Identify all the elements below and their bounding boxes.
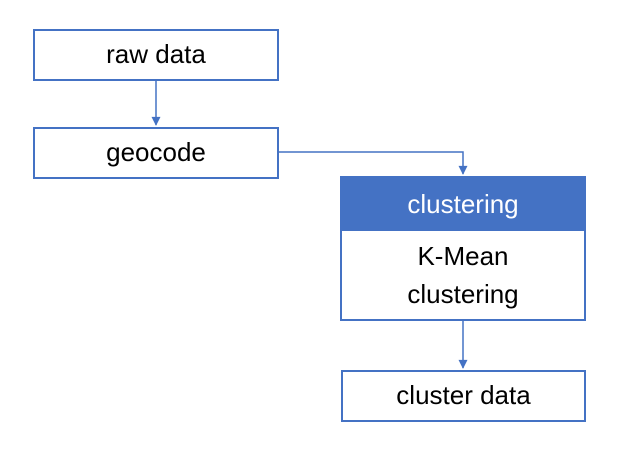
node-clustering-header-label: clustering bbox=[407, 188, 519, 219]
node-geocode-label: geocode bbox=[106, 137, 206, 168]
node-clustering-body: K-Mean clustering bbox=[342, 231, 584, 319]
node-clustering: clustering K-Mean clustering bbox=[340, 176, 586, 321]
node-raw-data-label: raw data bbox=[106, 39, 206, 70]
node-clustering-body-line1: K-Mean bbox=[417, 241, 509, 271]
node-clustering-body-line2: clustering bbox=[407, 279, 519, 309]
node-cluster-data-label: cluster data bbox=[396, 380, 531, 411]
node-geocode: geocode bbox=[33, 127, 279, 179]
node-cluster-data: cluster data bbox=[341, 370, 586, 422]
node-raw-data: raw data bbox=[33, 29, 279, 81]
node-clustering-header: clustering bbox=[342, 178, 584, 231]
arrow-geocode-to-clustering bbox=[279, 151, 468, 175]
